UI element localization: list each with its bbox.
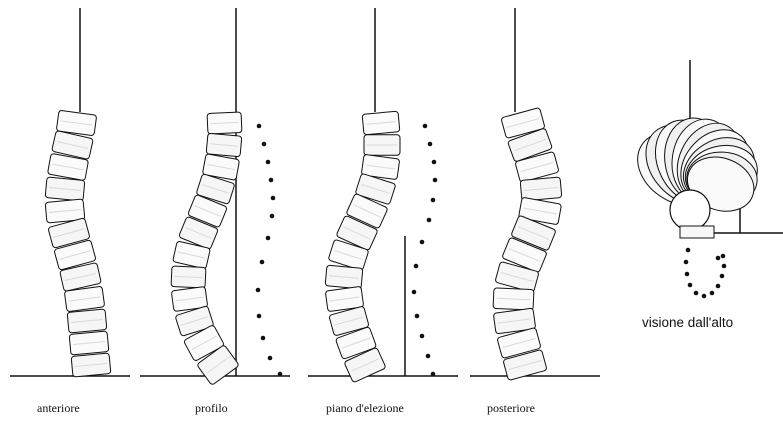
- caption-top-view: visione dall'alto: [642, 315, 733, 330]
- dot: [260, 260, 265, 265]
- dot: [432, 160, 437, 165]
- dot: [423, 124, 428, 129]
- dot: [262, 142, 267, 147]
- panel-anterior: anteriore: [10, 8, 130, 415]
- caption-profile: profilo: [195, 401, 228, 415]
- dot: [268, 356, 273, 361]
- dot: [694, 291, 699, 296]
- dot: [271, 196, 276, 201]
- dot: [685, 272, 690, 277]
- dot: [428, 142, 433, 147]
- caption-elective-plane: piano d'elezione: [326, 401, 404, 415]
- dot: [256, 288, 261, 293]
- dot: [716, 284, 721, 289]
- dot: [266, 160, 271, 165]
- vertebral-body: [670, 190, 710, 230]
- dot: [431, 198, 436, 203]
- dot: [270, 214, 275, 219]
- dot: [412, 290, 417, 295]
- dot: [702, 294, 707, 299]
- dot: [710, 291, 715, 296]
- caption-posterior: posteriore: [487, 401, 535, 415]
- dot: [278, 372, 283, 377]
- dot: [415, 314, 420, 319]
- dot: [269, 178, 274, 183]
- panel-posterior: posteriore: [470, 8, 600, 415]
- dotted-curve: [684, 248, 727, 299]
- dot: [722, 264, 727, 269]
- panel-profile: profilo: [140, 8, 290, 415]
- dot: [261, 336, 266, 341]
- dot: [686, 248, 691, 253]
- dotted-curve: [256, 124, 283, 377]
- dot: [688, 283, 693, 288]
- spine-top-view: [624, 108, 766, 238]
- dot: [431, 372, 436, 377]
- base-vertebra: [680, 226, 714, 238]
- dotted-curve: [412, 124, 438, 377]
- dot: [266, 236, 271, 241]
- dot: [257, 314, 262, 319]
- caption-anterior: anteriore: [37, 401, 80, 415]
- panel-elective-plane: piano d'elezione: [308, 8, 458, 415]
- dot: [721, 254, 726, 259]
- panel-top-view: visione dall'alto: [624, 60, 783, 330]
- dot: [684, 260, 689, 265]
- dot: [257, 124, 262, 129]
- dot: [420, 334, 425, 339]
- spine-elective: [325, 111, 400, 383]
- dot: [414, 264, 419, 269]
- dot: [427, 218, 432, 223]
- dot: [426, 354, 431, 359]
- dot: [716, 256, 721, 261]
- spine-anterior: [45, 110, 111, 377]
- spine-posterior: [493, 107, 562, 380]
- dot: [420, 240, 425, 245]
- dot: [433, 178, 438, 183]
- spine-profile: [171, 112, 242, 385]
- dot: [720, 274, 725, 279]
